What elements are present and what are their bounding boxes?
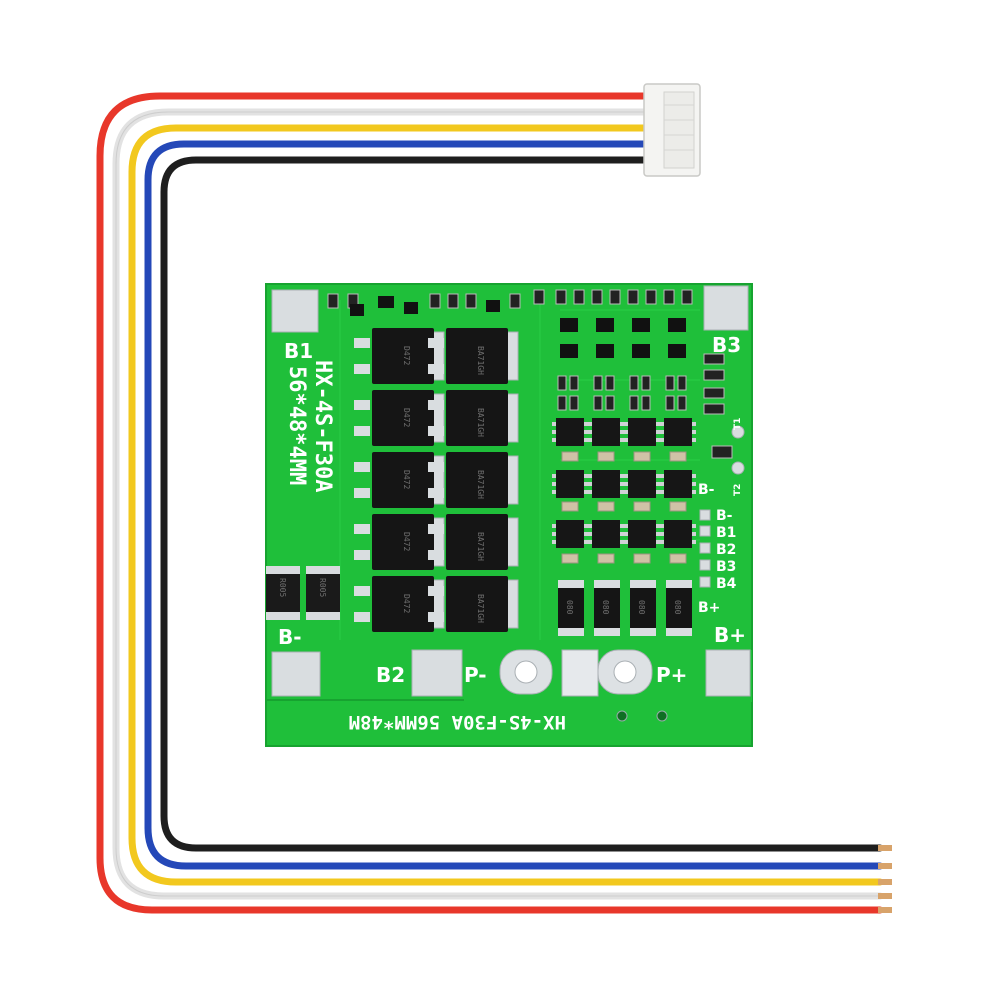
right-side-parts [699, 353, 745, 588]
mosfet-marking: D472 [402, 470, 411, 489]
header-pin-2: B2 [716, 542, 736, 558]
mount-hole-left [616, 710, 628, 722]
shunt-left-label: R005 [278, 578, 287, 597]
balance-column [660, 318, 696, 564]
pad-b3 [703, 285, 749, 331]
shunt-resistors: R005 R005 [266, 566, 340, 620]
balance-column [624, 318, 660, 564]
mosfet: BA71GH [428, 328, 519, 384]
label-balance-bminus: B- [698, 482, 715, 498]
balance-column [588, 318, 624, 564]
mosfet-marking: BA71GH [476, 408, 485, 437]
mosfet-marking: D472 [402, 594, 411, 613]
cap-marking: 080 [565, 600, 574, 615]
label-t1: T1 [733, 418, 743, 430]
header-pin-4: B4 [716, 576, 737, 592]
wire-yellow [128, 124, 884, 886]
cap-marking: 080 [601, 600, 610, 615]
label-bminus: B- [278, 625, 302, 649]
label-b1: B1 [284, 339, 313, 363]
wire-black [160, 156, 884, 852]
mount-hole-right [656, 710, 668, 722]
label-pminus: P- [464, 663, 487, 687]
header-pin-1: B1 [716, 525, 736, 541]
balance-header-pads [699, 509, 711, 588]
cap-marking: 080 [637, 600, 646, 615]
output-pads [499, 649, 653, 697]
label-balance-bplus: B+ [698, 600, 720, 616]
resistor-080: 080 [666, 580, 692, 636]
mosfet: BA71GH [428, 452, 519, 508]
mosfet-marking: BA71GH [476, 594, 485, 623]
resistor-080: 080 [630, 580, 656, 636]
size-vertical: 56*48*4MM [284, 366, 309, 485]
bottom-model-text: HX-4S-F30A 56MM*48M [349, 711, 566, 733]
pad-b2 [411, 649, 463, 697]
label-b3: B3 [712, 333, 741, 357]
pad-b1 [271, 289, 319, 333]
resistor-080: 080 [594, 580, 620, 636]
stripped-wire-ends [878, 845, 892, 913]
mosfet-marking: BA71GH [476, 346, 485, 375]
label-bplus-large: B+ [714, 623, 746, 647]
label-t2: T2 [733, 484, 743, 496]
top-smd-row [327, 289, 693, 316]
bottom-capacitors: 080 080 080 080 [558, 580, 692, 636]
solder-pads [271, 285, 751, 697]
mosfet-marking: D472 [402, 408, 411, 427]
mosfet-marking: BA71GH [476, 470, 485, 499]
mosfet: BA71GH [428, 390, 519, 446]
pad-bplus [705, 649, 751, 697]
shunt-right-label: R005 [318, 578, 327, 597]
mosfet-marking: D472 [402, 346, 411, 365]
pad-bminus [271, 651, 321, 697]
label-b2: B2 [376, 663, 405, 687]
label-pplus: P+ [656, 663, 687, 687]
cap-marking: 080 [673, 600, 682, 615]
mosfet-marking: D472 [402, 532, 411, 551]
resistor-080: 080 [558, 580, 584, 636]
jst-connector [643, 83, 701, 177]
wire-blue [144, 140, 884, 870]
mosfet-marking: BA71GH [476, 532, 485, 561]
wire-red [96, 92, 884, 914]
header-pin-3: B3 [716, 559, 736, 575]
mosfet: BA71GH [428, 514, 519, 570]
balance-ic-columns [552, 318, 696, 564]
mosfet: BA71GH [428, 576, 519, 632]
header-pin-0: B- [716, 508, 733, 524]
balance-column [552, 318, 588, 564]
model-vertical: HX-4S-F30A [310, 360, 335, 492]
